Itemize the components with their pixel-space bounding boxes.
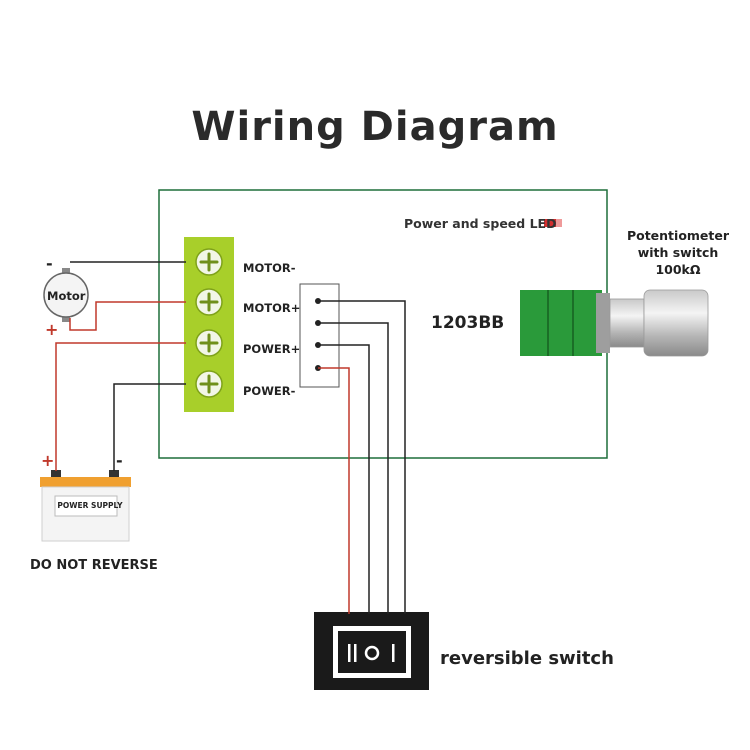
power-supply-label: POWER SUPPLY bbox=[57, 501, 123, 510]
wire-power-plus bbox=[55, 342, 186, 471]
wire-switch-1 bbox=[318, 300, 406, 614]
screw-terminal-icon bbox=[195, 370, 223, 398]
potentiometer-icon bbox=[520, 289, 709, 357]
potentiometer-label-line1: Potentiometer bbox=[626, 228, 730, 243]
battery-icon bbox=[40, 470, 131, 542]
potentiometer-label: Potentiometer with switch 100kΩ bbox=[608, 227, 748, 278]
screw-terminal-icon bbox=[195, 288, 223, 316]
battery-plus-sign: + bbox=[41, 451, 55, 470]
terminal-block bbox=[184, 237, 234, 412]
potentiometer-label-line2: with switch bbox=[637, 245, 719, 260]
motor-label: Motor bbox=[47, 289, 86, 303]
motor-minus-sign: - bbox=[46, 254, 53, 273]
terminal-label-power-plus: POWER+ bbox=[243, 342, 301, 356]
wire-switch-3 bbox=[318, 344, 370, 614]
wire-switch-2 bbox=[318, 322, 389, 614]
potentiometer-label-line3: 100kΩ bbox=[655, 262, 701, 277]
diagram-title: Wiring Diagram bbox=[191, 104, 559, 150]
board-model: 1203BB bbox=[431, 313, 505, 333]
led-label: Power and speed LED bbox=[404, 216, 557, 231]
warning-label: DO NOT REVERSE bbox=[30, 558, 158, 573]
led-icon bbox=[544, 219, 562, 227]
terminal-label-motor-minus: MOTOR- bbox=[243, 261, 296, 275]
battery-minus-sign: - bbox=[116, 451, 123, 470]
motor-plus-sign: + bbox=[45, 320, 59, 339]
wires-switch bbox=[318, 300, 406, 614]
switch-connector bbox=[299, 283, 340, 388]
wires-left bbox=[55, 261, 186, 471]
switch-label: reversible switch bbox=[440, 648, 614, 669]
rocker-switch-icon bbox=[314, 612, 429, 690]
wire-motor-plus bbox=[69, 301, 186, 331]
wire-switch-4 bbox=[318, 367, 350, 614]
terminal-label-motor-plus: MOTOR+ bbox=[243, 301, 301, 315]
screw-terminal-icon bbox=[195, 248, 223, 276]
wire-power-minus bbox=[113, 383, 186, 471]
terminal-label-power-minus: POWER- bbox=[243, 384, 296, 398]
screw-terminal-icon bbox=[195, 329, 223, 357]
motor-icon bbox=[43, 268, 89, 322]
